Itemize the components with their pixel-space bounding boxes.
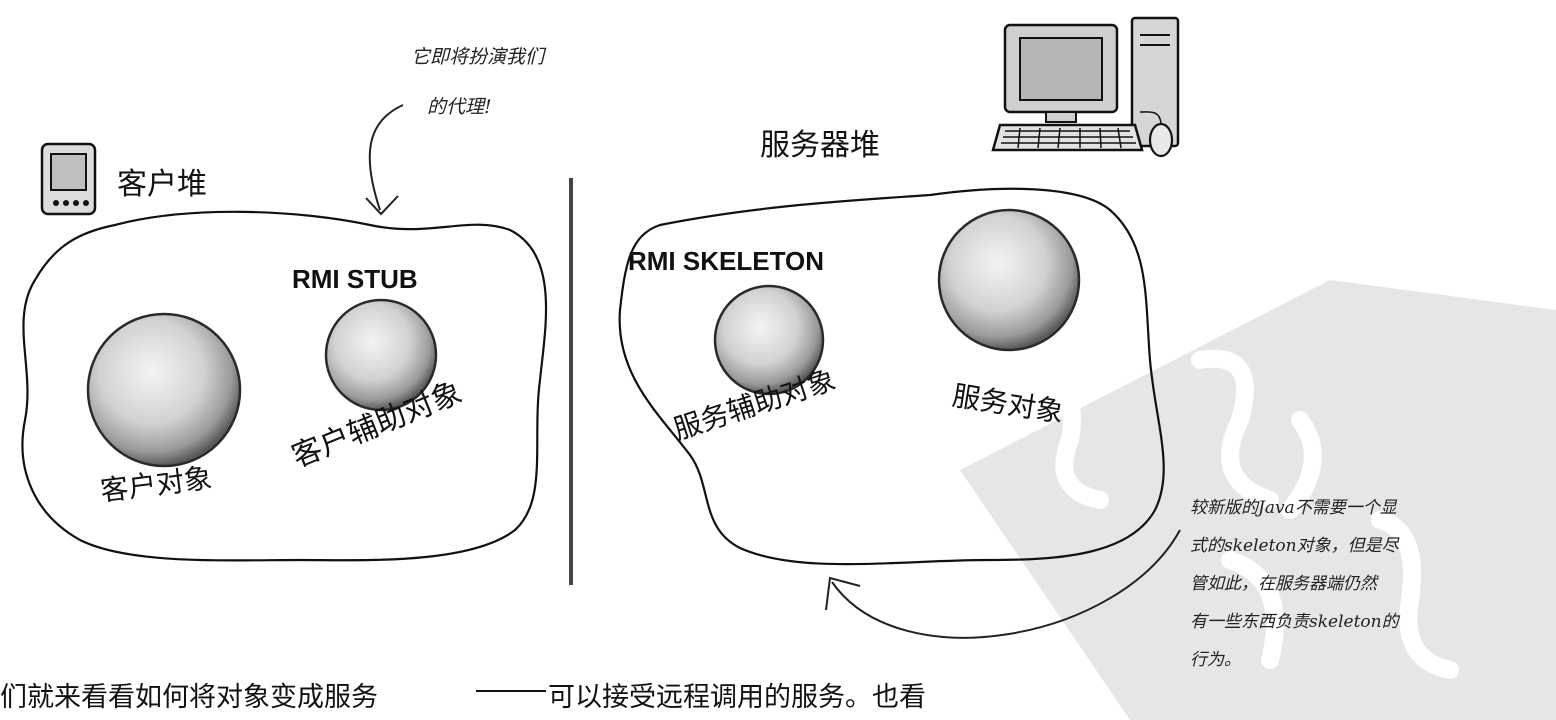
rmi-skeleton-label: RMI SKELETON [628, 246, 824, 276]
rmi-stub-label: RMI STUB [292, 264, 418, 294]
watermark-strokes [1031, 349, 1459, 679]
client-heap-label: 客户堆 [117, 167, 207, 202]
client-heap-blob [21, 210, 548, 562]
pda-icon [40, 142, 97, 216]
body-text-right: 可以接受远程调用的服务。也看 [548, 682, 926, 713]
server-heap-blob [618, 187, 1165, 566]
body-text-left: 们就来看看如何将对象变成服务 [0, 682, 378, 713]
skeleton-note-line1: 较新版的Java不需要一个显 [1190, 498, 1397, 518]
curved-arrow-icon [825, 529, 1181, 639]
server-heap-label: 服务器堆 [760, 128, 880, 163]
client-object-sphere [86, 312, 242, 468]
client-helper-sphere [324, 298, 438, 412]
desktop-computer-icon [991, 16, 1180, 158]
skeleton-note-line4: 有一些东西负责skeleton的 [1190, 612, 1399, 632]
skeleton-note-line2: 式的skeleton对象，但是尽 [1190, 536, 1399, 556]
service-object-sphere [937, 208, 1081, 352]
skeleton-note-line5: 行为。 [1190, 650, 1241, 670]
proxy-arrow-icon [365, 104, 404, 216]
proxy-note-line2: 的代理! [427, 96, 492, 118]
skeleton-note-line3: 管如此，在服务器端仍然 [1190, 574, 1377, 594]
proxy-note-line1: 它即将扮演我们 [411, 46, 545, 68]
service-helper-sphere [713, 284, 825, 396]
